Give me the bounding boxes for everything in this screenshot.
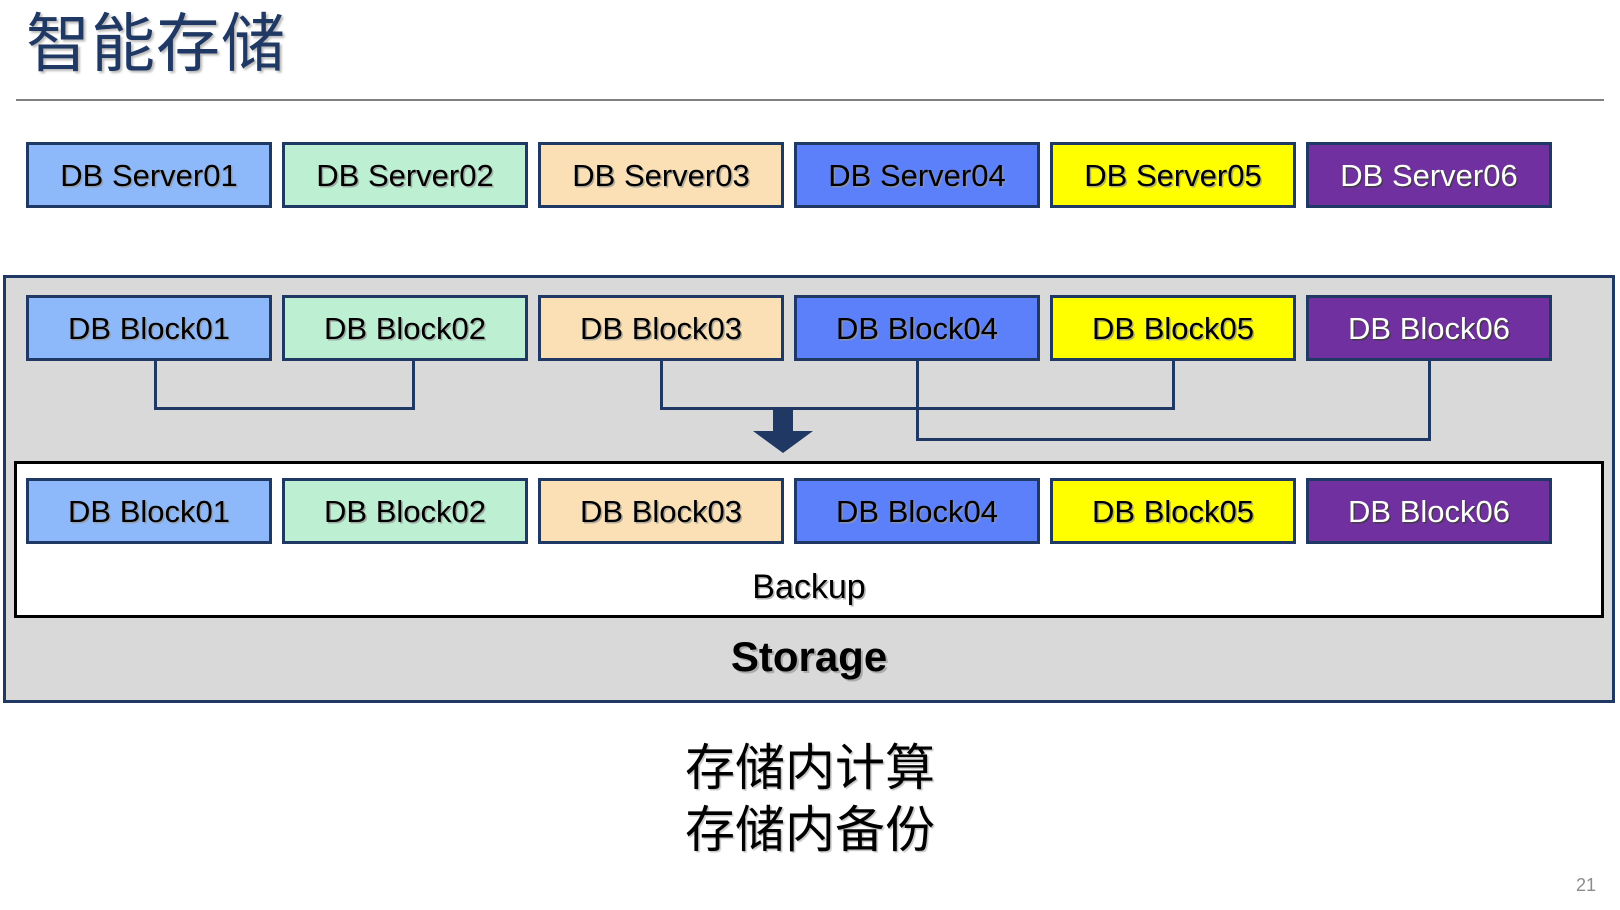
db-server-box-label: DB Server05 [1084,157,1262,193]
backup-db-block-box-2: DB Block02 [282,478,528,544]
down-arrow-icon [752,410,814,454]
backup-db-block-box-label: DB Block03 [580,493,742,529]
connector-horizontal [154,407,415,410]
db-block-box-label: DB Block05 [1092,310,1254,346]
backup-db-block-box-3: DB Block03 [538,478,784,544]
backup-db-block-box-label: DB Block05 [1092,493,1254,529]
db-server-box-5: DB Server05 [1050,142,1296,208]
db-server-box-2: DB Server02 [282,142,528,208]
backup-label: Backup [752,568,866,606]
backup-db-block-box-label: DB Block04 [836,493,998,529]
backup-db-block-box-label: DB Block01 [68,493,230,529]
db-server-box-3: DB Server03 [538,142,784,208]
db-block-box-label: DB Block02 [324,310,486,346]
db-server-box-1: DB Server01 [26,142,272,208]
db-server-box-6: DB Server06 [1306,142,1552,208]
db-block-box-label: DB Block03 [580,310,742,346]
db-block-box-label: DB Block04 [836,310,998,346]
db-server-box-label: DB Server04 [828,157,1006,193]
db-server-box-label: DB Server06 [1340,157,1518,193]
db-block-box-6: DB Block06 [1306,295,1552,361]
connector-vertical [916,361,919,438]
db-block-box-5: DB Block05 [1050,295,1296,361]
connector-vertical [412,361,415,407]
db-block-box-2: DB Block02 [282,295,528,361]
db-server-box-label: DB Server01 [60,157,238,193]
page-title: 智能存储 [26,8,286,80]
connector-vertical [660,361,663,407]
storage-label: Storage [730,633,888,680]
backup-db-block-box-4: DB Block04 [794,478,1040,544]
db-block-box-label: DB Block06 [1348,310,1510,346]
db-block-box-3: DB Block03 [538,295,784,361]
connector-vertical [154,361,157,407]
page-number: 21 [1575,875,1596,895]
backup-db-block-box-label: DB Block06 [1348,493,1510,529]
db-block-box-label: DB Block01 [68,310,230,346]
caption-block: 存储内计算 存储内备份 [0,737,1620,861]
backup-db-block-box-5: DB Block05 [1050,478,1296,544]
connector-horizontal [916,438,1431,441]
backup-db-block-box-6: DB Block06 [1306,478,1552,544]
caption-line-2: 存储内备份 [685,802,935,858]
db-block-box-1: DB Block01 [26,295,272,361]
connector-vertical [1172,361,1175,407]
title-divider [16,99,1604,101]
caption-line-1: 存储内计算 [685,740,935,796]
db-server-box-label: DB Server03 [572,157,750,193]
backup-db-block-box-1: DB Block01 [26,478,272,544]
db-server-box-4: DB Server04 [794,142,1040,208]
db-block-box-4: DB Block04 [794,295,1040,361]
backup-db-block-box-label: DB Block02 [324,493,486,529]
db-server-box-label: DB Server02 [316,157,494,193]
connector-vertical [1428,361,1431,438]
